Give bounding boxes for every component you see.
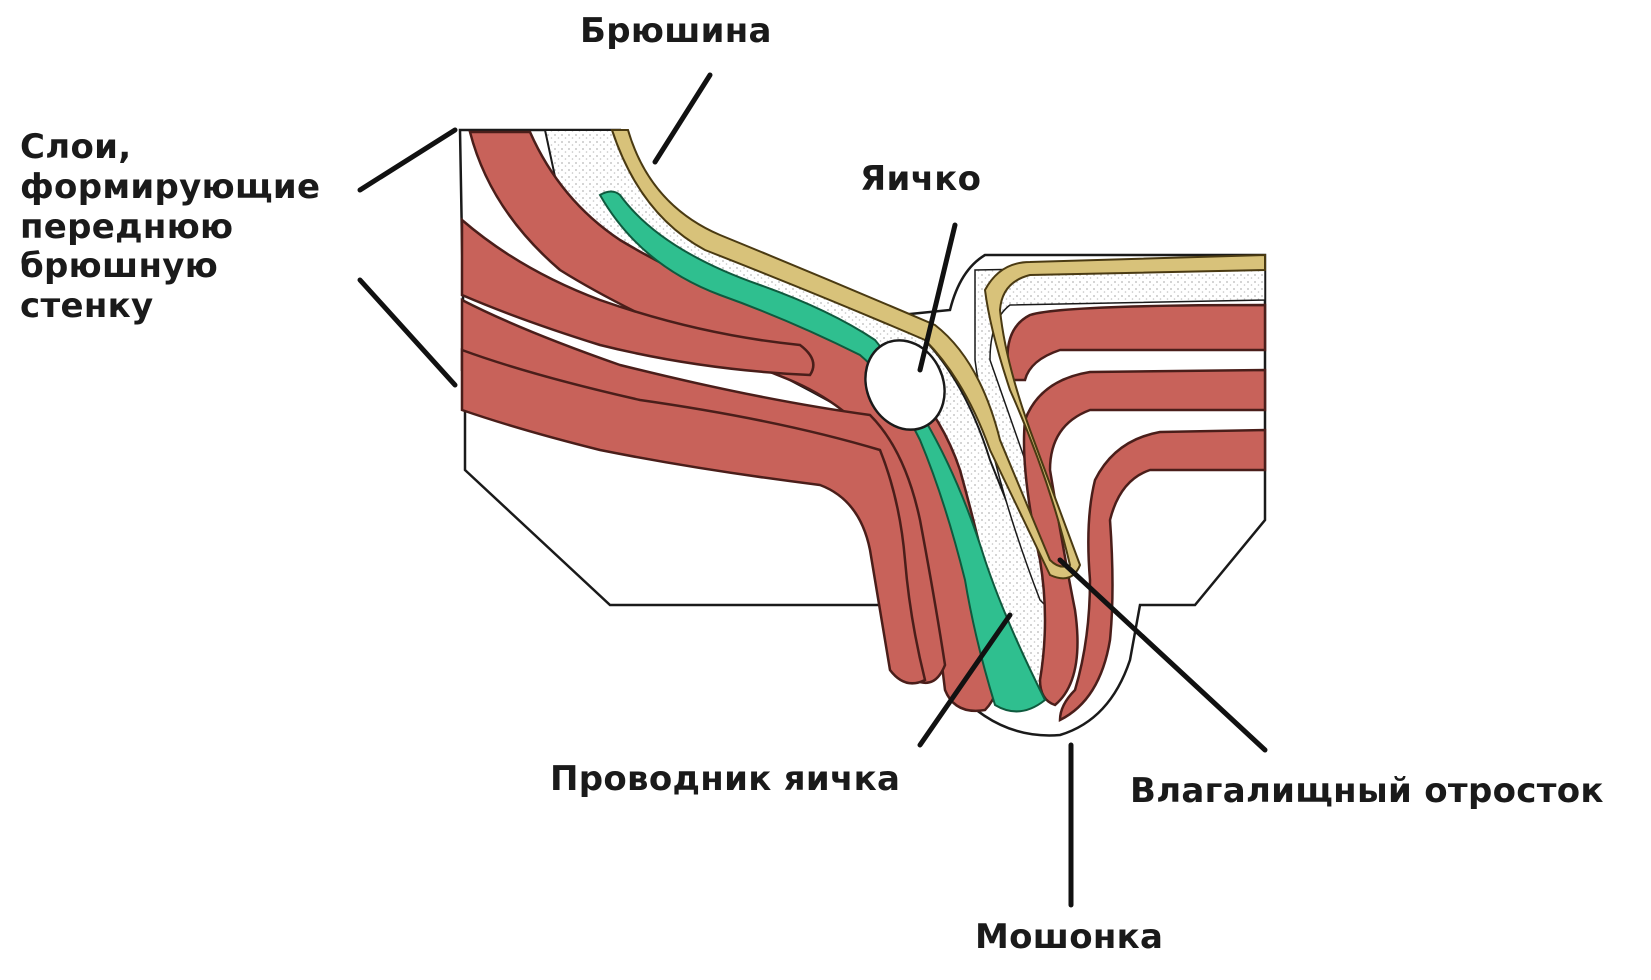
label-wall-line-4: брюшную bbox=[20, 247, 320, 287]
leader-wall-lower bbox=[360, 280, 455, 385]
label-wall-line-3: переднюю bbox=[20, 208, 320, 248]
leader-wall-upper bbox=[360, 130, 455, 190]
label-testis: Яичко bbox=[860, 160, 981, 200]
label-wall-line-5: стенку bbox=[20, 287, 320, 327]
label-abdominal-wall-layers: Слои, формирующие переднюю брюшную стенк… bbox=[20, 128, 320, 327]
leader-peritoneum bbox=[655, 75, 710, 162]
label-gubernaculum: Проводник яичка bbox=[550, 760, 900, 800]
label-wall-line-1: Слои, bbox=[20, 128, 320, 168]
label-peritoneum: Брюшина bbox=[580, 12, 772, 52]
label-processus-vaginalis: Влагалищный отросток bbox=[1130, 772, 1604, 812]
label-wall-line-2: формирующие bbox=[20, 168, 320, 208]
label-scrotum: Мошонка bbox=[975, 918, 1163, 958]
